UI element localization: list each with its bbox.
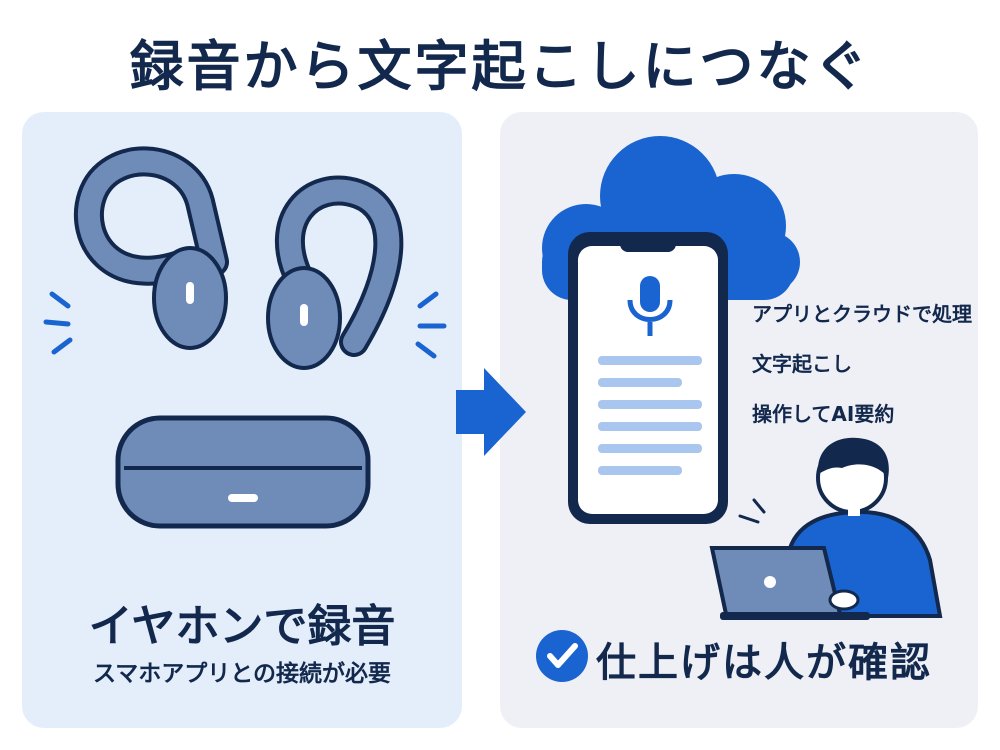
feature-item-transcription: 文字起こし <box>752 352 852 376</box>
check-circle-icon <box>536 630 588 682</box>
transcript-lines <box>598 356 702 475</box>
arrow-right-icon <box>456 368 526 456</box>
sound-wave-icon <box>43 291 447 359</box>
microphone-icon <box>627 276 673 336</box>
smartphone-icon <box>568 232 728 524</box>
charging-case-icon <box>115 415 371 529</box>
person-with-laptop-icon <box>709 437 943 620</box>
recording-heading: イヤホンで録音 <box>88 601 396 652</box>
feature-item-ai-summary: 操作してAI要約 <box>752 402 895 426</box>
page-title: 録音から文字起こしにつなぐ <box>129 35 871 98</box>
recording-subtext: スマホアプリとの接続が必要 <box>92 661 392 687</box>
feature-item-processing: アプリとクラウドで処理 <box>752 302 972 326</box>
review-heading: 仕上げは人が確認 <box>596 640 932 686</box>
earbuds-icon <box>73 146 404 370</box>
